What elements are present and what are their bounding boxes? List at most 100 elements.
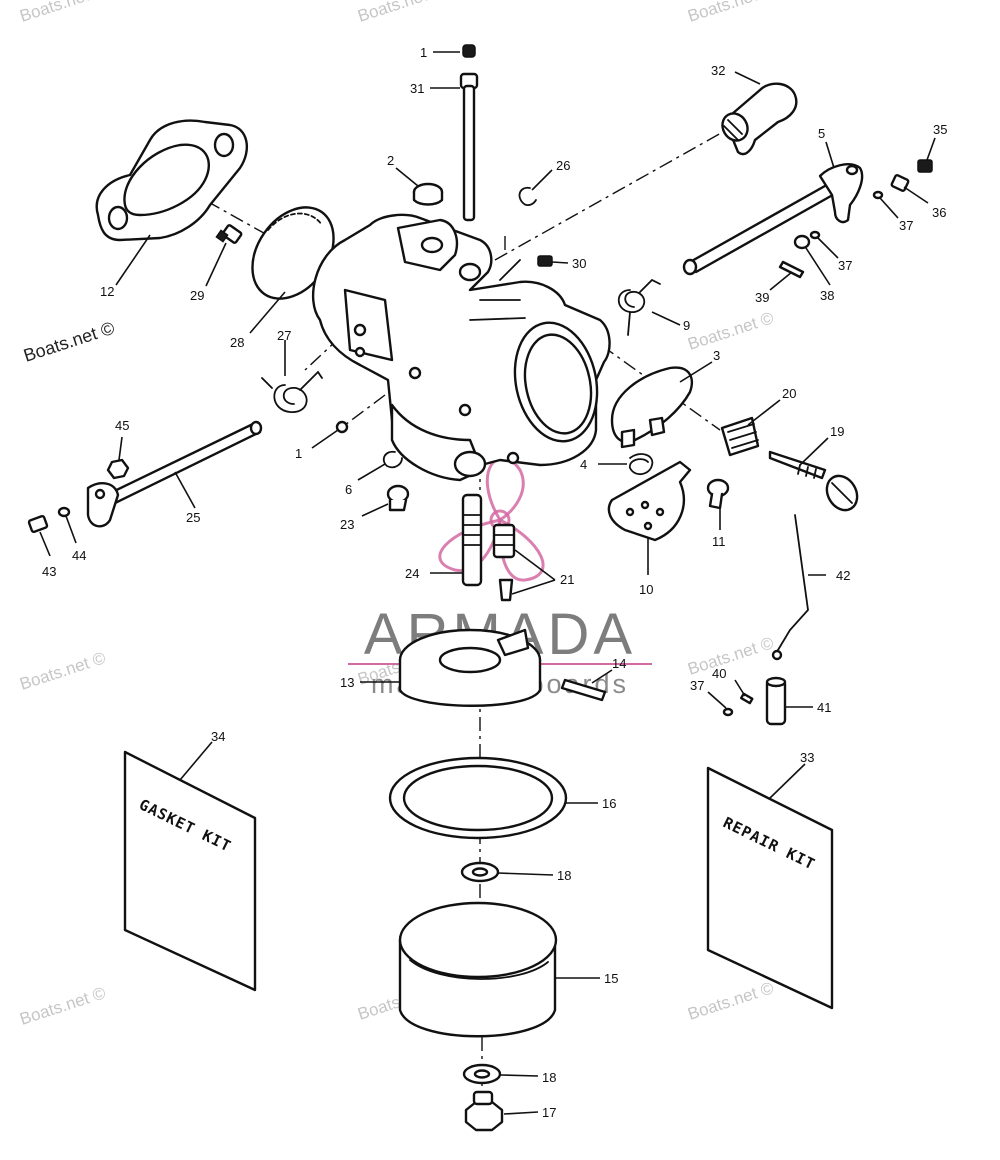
- part-40-pin: [739, 692, 754, 705]
- callout-43: 43: [42, 564, 56, 579]
- callout-42: 42: [836, 568, 850, 583]
- part-41-sleeve: [765, 676, 787, 726]
- callout-6: 6: [345, 482, 352, 497]
- callout-29: 29: [190, 288, 204, 303]
- part-2-plug: [412, 182, 444, 206]
- callout-30: 30: [572, 256, 586, 271]
- part-34-gasket-kit: GASKET KIT: [123, 750, 257, 992]
- callout-28: 28: [230, 335, 244, 350]
- callout-44: 44: [72, 548, 86, 563]
- callout-40: 40: [712, 666, 726, 681]
- part-17-drain-nut: [464, 1090, 504, 1132]
- callout-10: 10: [639, 582, 653, 597]
- callout-4: 4: [580, 457, 587, 472]
- leader-lines: [39, 51, 936, 1115]
- callout-32: 32: [711, 63, 725, 78]
- part-31-long-rod: [459, 72, 479, 222]
- callout-39: 39: [755, 290, 769, 305]
- callout-33: 33: [800, 750, 814, 765]
- part-37-washer-a: [872, 190, 884, 200]
- callout-31: 31: [410, 81, 424, 96]
- part-35-screw: [917, 159, 933, 173]
- watermark-9: Boats.net ©: [17, 983, 108, 1029]
- callout-37-c: 37: [690, 678, 704, 693]
- watermark-1: Boats.net ©: [17, 0, 108, 26]
- part-18-washer-b: [462, 1063, 502, 1085]
- part-3-choke-plate: [610, 366, 693, 449]
- callout-19: 19: [830, 424, 844, 439]
- part-19-needle-screw: [768, 450, 859, 512]
- part-33-repair-kit: REPAIR KIT: [706, 766, 834, 1010]
- part-42-link-rod: [771, 514, 809, 661]
- part-45-nut: [106, 458, 130, 480]
- callout-3: 3: [713, 348, 720, 363]
- part-38-washer: [793, 234, 811, 250]
- callout-18-a: 18: [557, 868, 571, 883]
- part-32-fuel-fitting: [721, 82, 798, 156]
- part-1-cap-top: [462, 44, 476, 58]
- watermark-3: Boats.net ©: [685, 0, 776, 26]
- carburetor-body: [312, 213, 611, 482]
- callout-numbers: 1 31 32 2 26 35 5 36 37 37 30 12 29 38 3…: [42, 45, 947, 1120]
- callout-23: 23: [340, 517, 354, 532]
- callout-24: 24: [405, 566, 419, 581]
- callout-17: 17: [542, 1105, 556, 1120]
- part-44-washer: [57, 506, 71, 518]
- callout-37-a: 37: [899, 218, 913, 233]
- callout-35: 35: [933, 122, 947, 137]
- part-29-screw: [215, 224, 243, 244]
- watermark-2: Boats.net ©: [355, 0, 446, 26]
- callout-18-b: 18: [542, 1070, 556, 1085]
- callout-11: 11: [712, 534, 726, 549]
- part-10-linkage-plate: [607, 460, 692, 542]
- callout-13: 13: [340, 675, 354, 690]
- watermark-left: Boats.net ©: [21, 318, 117, 366]
- part-26-clip: [518, 186, 537, 207]
- part-37-washer-c: [722, 707, 734, 717]
- part-20-spring-nut: [720, 416, 760, 457]
- callout-37-b: 37: [838, 258, 852, 273]
- part-30-screw: [537, 255, 553, 267]
- part-15-float-bowl: [398, 901, 558, 1038]
- callout-21: 21: [560, 572, 574, 587]
- part-27-torsion-spring: [261, 370, 323, 413]
- part-24-nozzle: [461, 493, 483, 587]
- callout-27: 27: [277, 328, 291, 343]
- callout-5: 5: [818, 126, 825, 141]
- callout-25: 25: [186, 510, 200, 525]
- part-14-float-pin: [560, 678, 607, 702]
- callout-38: 38: [820, 288, 834, 303]
- callout-34: 34: [211, 729, 225, 744]
- callout-1-lower: 1: [295, 446, 302, 461]
- callout-45: 45: [115, 418, 129, 433]
- part-37-washer-b: [809, 230, 821, 240]
- part-11-screw: [706, 478, 730, 510]
- part-25-throttle-shaft: [86, 420, 263, 528]
- part-18-washer-a: [460, 861, 500, 883]
- part-9-torsion-spring: [617, 278, 661, 336]
- callout-15: 15: [604, 971, 618, 986]
- part-21-needle-and-seat: [492, 523, 516, 602]
- watermark-6: Boats.net ©: [17, 648, 108, 694]
- callout-12: 12: [100, 284, 114, 299]
- part-12-flange-gasket: [95, 119, 249, 242]
- callout-16: 16: [602, 796, 616, 811]
- part-28-throttle-plate: [251, 206, 335, 300]
- watermark-11: Boats.net ©: [685, 978, 776, 1024]
- callout-1-top: 1: [420, 45, 427, 60]
- callout-26: 26: [556, 158, 570, 173]
- part-6-clip: [382, 450, 403, 469]
- callout-2: 2: [387, 153, 394, 168]
- watermark-5: Boats.net ©: [685, 308, 776, 354]
- callout-36: 36: [932, 205, 946, 220]
- part-39-spring-pin: [778, 260, 805, 279]
- part-4-compression-spring: [629, 453, 654, 475]
- callout-14: 14: [612, 656, 626, 671]
- callout-20: 20: [782, 386, 796, 401]
- watermark-8: Boats.net ©: [685, 633, 776, 679]
- part-13-float: [398, 628, 542, 707]
- callout-9: 9: [683, 318, 690, 333]
- part-16-bowl-gasket: [388, 756, 568, 840]
